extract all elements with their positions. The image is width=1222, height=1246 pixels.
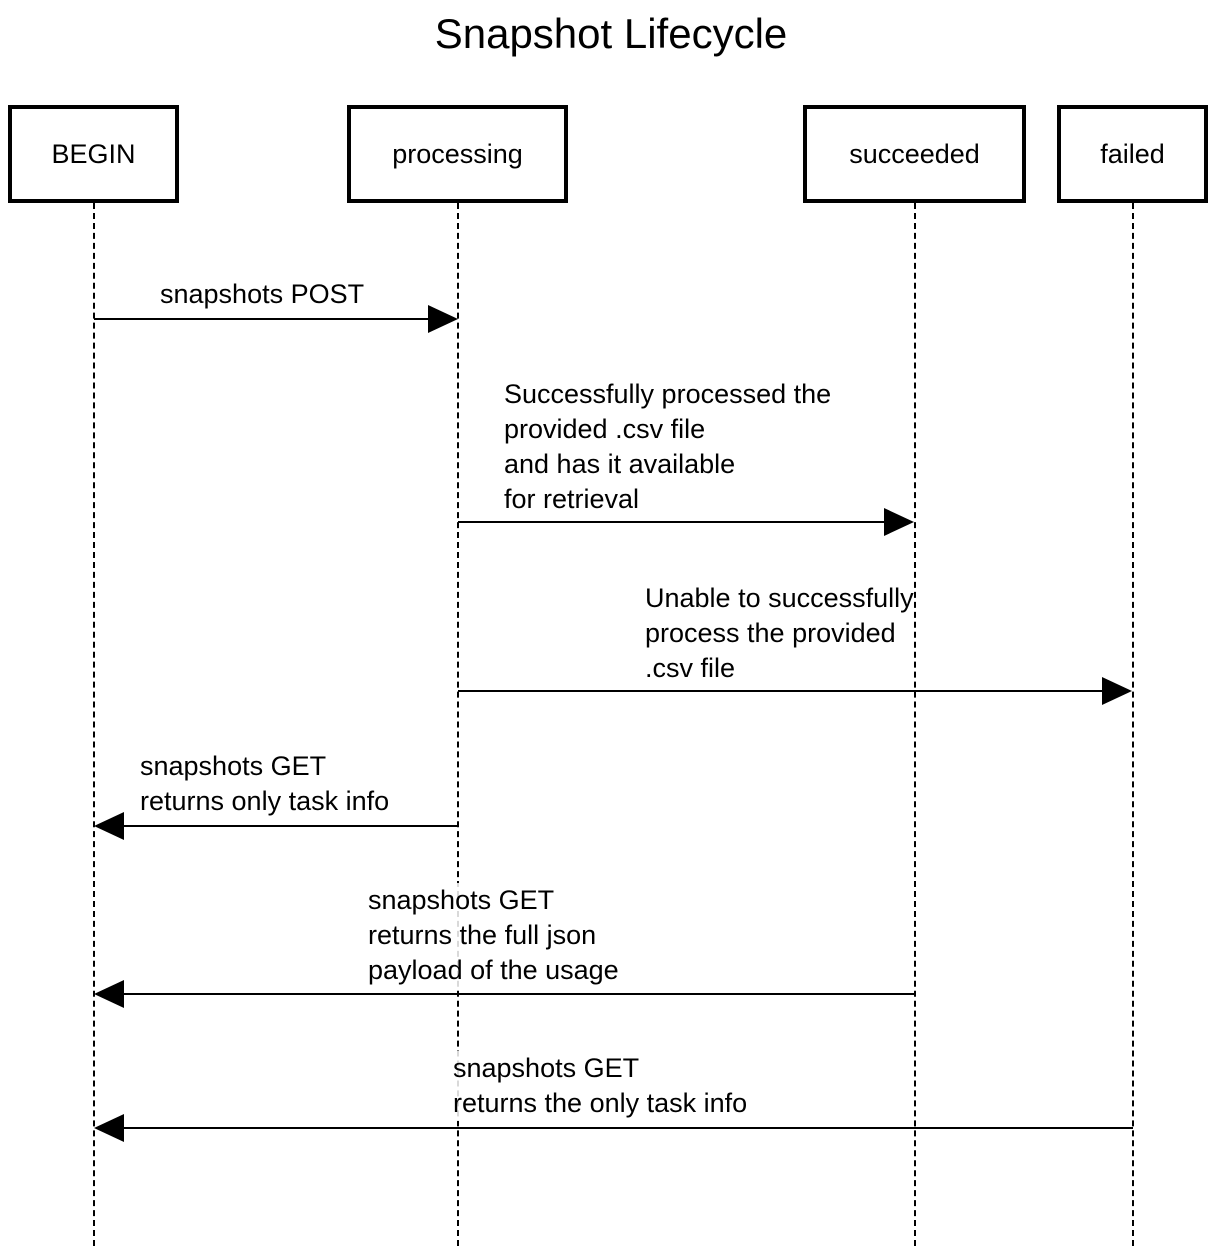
message-label-unable: Unable to successfully process the provi… <box>645 581 914 686</box>
message-label-processed: Successfully processed the provided .csv… <box>504 379 832 514</box>
actor-begin: BEGIN <box>8 105 179 203</box>
arrowhead-left <box>94 1114 124 1142</box>
message-label-get-task-info: snapshots GET returns only task info <box>140 751 390 816</box>
message-arrow-get-only-task-info <box>120 1127 1133 1129</box>
message-arrow-get-task-info <box>120 825 458 827</box>
message-label-snapshots-post: snapshots POST <box>160 279 365 309</box>
lifeline-processing <box>457 203 459 1246</box>
message-arrow-get-full-json <box>120 993 915 995</box>
message-arrow-processed <box>458 521 888 523</box>
message-arrow-unable <box>458 690 1104 692</box>
actor-processing-label: processing <box>392 138 523 169</box>
lifeline-succeeded <box>914 203 916 1246</box>
arrowhead-right <box>1102 677 1132 705</box>
lifeline-begin <box>93 203 95 1246</box>
arrowhead-right <box>884 508 914 536</box>
actor-succeeded: succeeded <box>803 105 1026 203</box>
actor-begin-label: BEGIN <box>51 138 136 169</box>
actor-succeeded-label: succeeded <box>849 138 980 169</box>
actor-failed: failed <box>1057 105 1208 203</box>
arrowhead-left <box>94 812 124 840</box>
arrowhead-right <box>428 305 458 333</box>
message-label-get-full-json: snapshots GET returns the full json payl… <box>368 883 619 988</box>
message-arrow-snapshots-post <box>94 318 432 320</box>
diagram-title: Snapshot Lifecycle <box>434 10 788 57</box>
arrowhead-left <box>94 980 124 1008</box>
actor-failed-label: failed <box>1100 138 1165 169</box>
lifeline-failed <box>1132 203 1134 1246</box>
actor-processing: processing <box>347 105 568 203</box>
message-label-get-only-task-info: snapshots GET returns the only task info <box>453 1051 748 1121</box>
